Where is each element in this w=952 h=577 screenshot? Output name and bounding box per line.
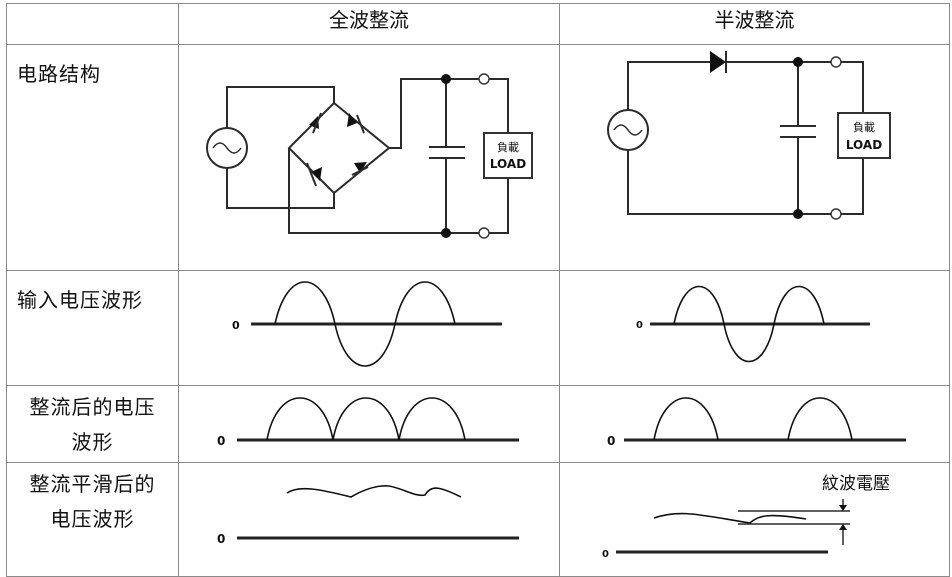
half-wave-smoothed-cell: 0 紋波電壓 xyxy=(559,462,950,577)
load-label-en: LOAD xyxy=(846,138,882,152)
input-waveform-full: 0 xyxy=(232,281,502,367)
rectified-waveform-full: 0 xyxy=(217,397,519,448)
row-label-rectified-line2: 波形 xyxy=(71,430,114,454)
input-waveform-half: 0 xyxy=(636,285,870,363)
diode-icon xyxy=(347,113,365,134)
row-label-smoothed-line2: 电压波形 xyxy=(50,507,135,531)
ripple-voltage-label: 紋波電壓 xyxy=(822,474,890,494)
ripple-arrow-icon xyxy=(839,524,847,530)
sine-wave xyxy=(673,285,825,363)
comparison-table: 全波整流 半波整流 电路结构 xyxy=(6,3,950,577)
sine-wave xyxy=(274,281,456,367)
half-wave-circuit-diagram: 負載 LOAD xyxy=(607,51,891,220)
row-label-cell: 输入电压波形 xyxy=(6,270,179,386)
zero-label: 0 xyxy=(607,434,615,448)
terminal-icon xyxy=(830,56,842,68)
full-wave-input-cell: 0 xyxy=(178,270,560,386)
sine-symbol-icon xyxy=(212,142,242,154)
smoothed-waveform-half: 0 紋波電壓 xyxy=(602,474,890,560)
diode-icon xyxy=(309,112,322,134)
header-row: 全波整流 半波整流 xyxy=(6,3,950,45)
row-label-cell: 整流后的电压 波形 xyxy=(6,385,179,463)
row-label-cell: 整流平滑后的 电压波形 xyxy=(6,462,179,577)
bridge-rectifier xyxy=(287,101,391,195)
terminal-icon xyxy=(830,208,842,220)
load-box xyxy=(837,112,891,159)
row-label-input: 输入电压波形 xyxy=(17,288,143,312)
half-wave-rectified-cell: 0 xyxy=(559,385,950,463)
row-smoothed-waveform: 整流平滑后的 电压波形 0 0 紋波電壓 xyxy=(6,462,950,577)
header-full-wave: 全波整流 xyxy=(178,3,560,45)
load-label-cn: 負載 xyxy=(853,121,875,134)
row-label-cell: 电路结构 xyxy=(6,44,179,271)
rectified-waveform-half: 0 xyxy=(607,397,906,448)
half-wave-circuit-cell: 負載 LOAD xyxy=(559,44,950,271)
load-label-en: LOAD xyxy=(490,157,526,171)
load-box xyxy=(483,132,533,179)
smoothed-wave xyxy=(653,512,807,524)
diode-icon xyxy=(351,162,369,176)
zero-label: 0 xyxy=(217,532,225,546)
rectified-wave xyxy=(653,397,719,441)
half-wave-input-cell: 0 xyxy=(559,270,950,386)
smoothed-wave xyxy=(286,485,462,498)
full-wave-smoothed-cell: 0 xyxy=(178,462,560,577)
sine-symbol-icon xyxy=(613,124,643,136)
row-circuit: 电路结构 xyxy=(6,44,950,271)
row-rectified-waveform: 整流后的电压 波形 0 0 xyxy=(6,385,950,463)
row-label-circuit: 电路结构 xyxy=(17,62,101,86)
full-wave-circuit-diagram: 負載 LOAD xyxy=(206,73,533,239)
zero-label: 0 xyxy=(217,434,225,448)
smoothed-waveform-full: 0 xyxy=(217,485,519,546)
full-wave-circuit-cell: 負載 LOAD xyxy=(178,44,560,271)
row-input-waveform: 输入电压波形 0 0 xyxy=(6,270,950,386)
zero-label: 0 xyxy=(636,320,643,331)
header-blank xyxy=(6,3,179,45)
rectified-wave xyxy=(266,397,466,441)
rectified-wave xyxy=(787,397,853,441)
zero-label: 0 xyxy=(602,549,609,560)
terminal-icon xyxy=(478,227,490,239)
diode-icon xyxy=(710,51,727,73)
zero-label: 0 xyxy=(232,319,240,332)
terminal-icon xyxy=(478,73,490,85)
row-label-smoothed-line1: 整流平滑后的 xyxy=(29,472,156,496)
diode-icon xyxy=(306,162,322,187)
header-half-wave: 半波整流 xyxy=(559,3,950,45)
full-wave-rectified-cell: 0 xyxy=(178,385,560,463)
row-label-rectified-line1: 整流后的电压 xyxy=(29,395,156,419)
load-label-cn: 負載 xyxy=(497,141,519,154)
ripple-arrow-icon xyxy=(839,505,847,511)
